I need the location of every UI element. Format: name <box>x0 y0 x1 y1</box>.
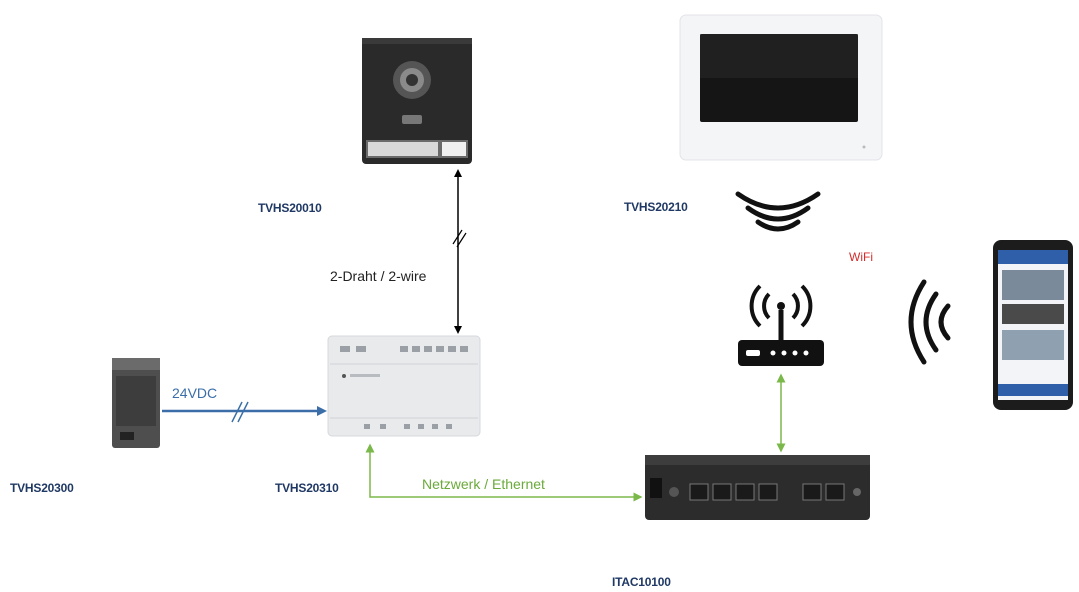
door-station-image <box>362 38 472 164</box>
wifi-waves-icon <box>735 191 821 232</box>
power-tick <box>237 401 249 423</box>
controller-image <box>327 335 481 437</box>
network-switch-image <box>645 455 870 520</box>
two-wire-tick <box>452 229 463 245</box>
monitor-code: TVHS20210 <box>624 200 688 214</box>
power-label: 24VDC <box>172 385 218 401</box>
router-icon <box>738 284 824 366</box>
indoor-monitor-image <box>679 14 883 161</box>
ethernet-connection <box>365 443 643 502</box>
wifi-waves-icon <box>908 279 951 365</box>
smartphone-icon <box>993 240 1073 410</box>
wifi-label: WiFi <box>849 250 873 264</box>
switch-code: ITAC10100 <box>612 575 671 589</box>
power-supply-image <box>112 358 160 448</box>
two-wire-label: 2-Draht / 2-wire <box>330 268 427 284</box>
ethernet-label: Netzwerk / Ethernet <box>422 476 545 492</box>
power-tick <box>231 401 243 423</box>
two-wire-tick <box>456 232 467 248</box>
door-station-code: TVHS20010 <box>258 201 322 215</box>
controller-code: TVHS20310 <box>275 481 339 495</box>
power-supply-code: TVHS20300 <box>10 481 74 495</box>
